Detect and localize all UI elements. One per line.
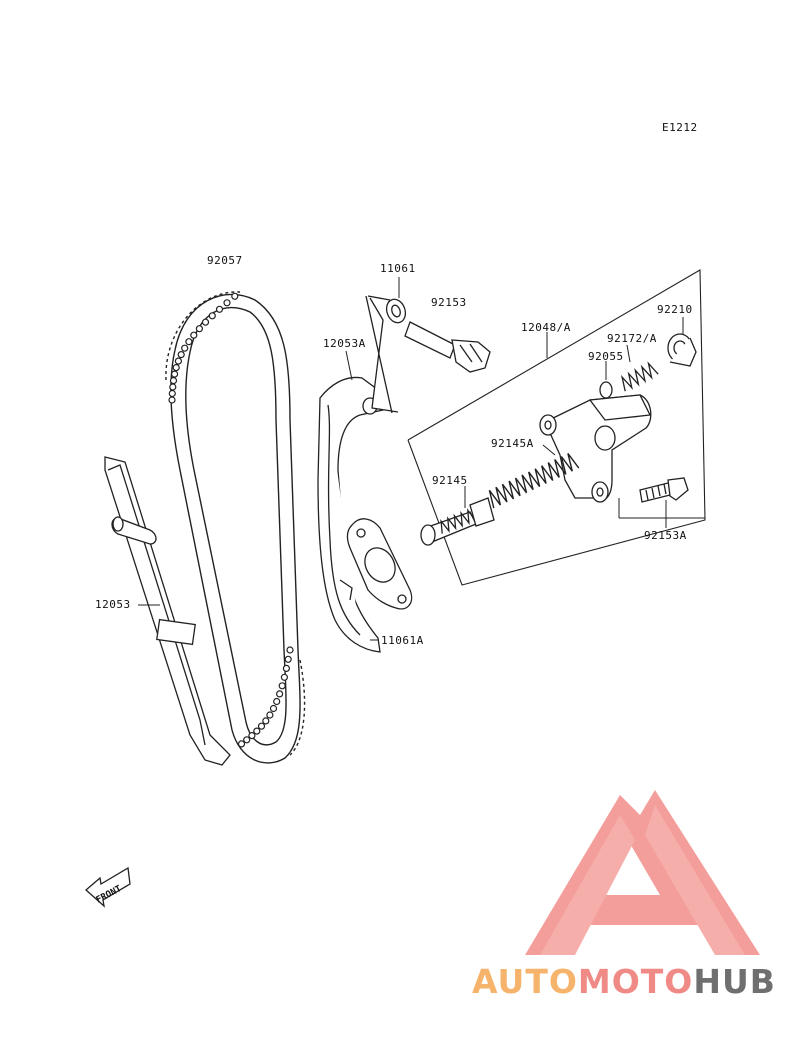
tensioner-body: [539, 394, 652, 503]
chain-link: [169, 377, 178, 385]
chain-links: [168, 292, 294, 748]
chain-link: [248, 731, 256, 740]
chain-link: [208, 312, 216, 320]
watermark-triangle-inner: [540, 805, 745, 955]
washer-bolt-group: [365, 295, 491, 414]
chain-link: [280, 673, 288, 681]
label-92172A: 92172/A: [607, 332, 657, 345]
chain-guide-12053: [104, 456, 231, 766]
rod-92145: [420, 497, 495, 546]
chain-link: [284, 655, 292, 663]
watermark-logo: [525, 790, 760, 955]
chain-link: [286, 646, 294, 654]
label-92055: 92055: [588, 350, 624, 363]
bolt-92153A: [639, 477, 689, 503]
chain-link: [282, 664, 290, 673]
label-12048A: 12048/A: [521, 321, 571, 334]
chain-link: [276, 690, 284, 698]
watermark-part-2: MOTO: [577, 962, 694, 1001]
leader-lines: [138, 277, 705, 641]
label-92057: 92057: [207, 254, 243, 267]
chain-link: [253, 727, 261, 735]
chain-link: [169, 383, 177, 391]
small-parts: [599, 333, 697, 399]
chain-link: [177, 351, 185, 359]
watermark-part-1: AUTO: [472, 962, 578, 1001]
label-92210: 92210: [657, 303, 693, 316]
chain-link: [190, 331, 198, 339]
chain-link: [215, 305, 224, 313]
bolt-92153: [404, 321, 456, 359]
chain-guide-12053A: [317, 376, 386, 653]
label-92145: 92145: [432, 474, 468, 487]
label-92153: 92153: [431, 296, 467, 309]
chain-link: [174, 357, 182, 365]
chain-link: [231, 292, 239, 300]
label-92145A: 92145A: [491, 437, 534, 450]
chain-link: [181, 344, 189, 352]
diagram-code: E1212: [662, 121, 698, 134]
chain-link: [168, 396, 176, 404]
chain-link: [257, 722, 266, 730]
label-12053: 12053: [95, 598, 131, 611]
chain-link: [223, 299, 231, 307]
chain-link: [278, 682, 286, 690]
chain-link: [201, 318, 210, 326]
watermark-text: AUTOMOTOHUB: [472, 962, 776, 1001]
chain-link: [237, 740, 246, 748]
chain-link: [262, 717, 270, 725]
oring-92055: [599, 381, 613, 399]
chain-link: [172, 364, 180, 372]
spring-92145A: [488, 452, 580, 509]
front-arrow: FRONT: [85, 866, 131, 908]
watermark-part-3: HUB: [693, 962, 776, 1001]
label-11061A: 11061A: [381, 634, 424, 647]
chain-link: [269, 704, 278, 713]
chain-link: [171, 370, 179, 378]
label-92153A: 92153A: [644, 529, 687, 542]
chain-link: [185, 338, 193, 346]
gasket-11061A: [346, 518, 413, 610]
chain-link: [266, 711, 274, 719]
label-12053A: 12053A: [323, 337, 366, 350]
timing-chain: [165, 291, 306, 764]
label-11061: 11061: [380, 262, 416, 275]
chain-link: [168, 389, 176, 398]
chain-link: [195, 325, 203, 333]
chain-link: [273, 697, 281, 706]
chain-link: [243, 736, 251, 744]
